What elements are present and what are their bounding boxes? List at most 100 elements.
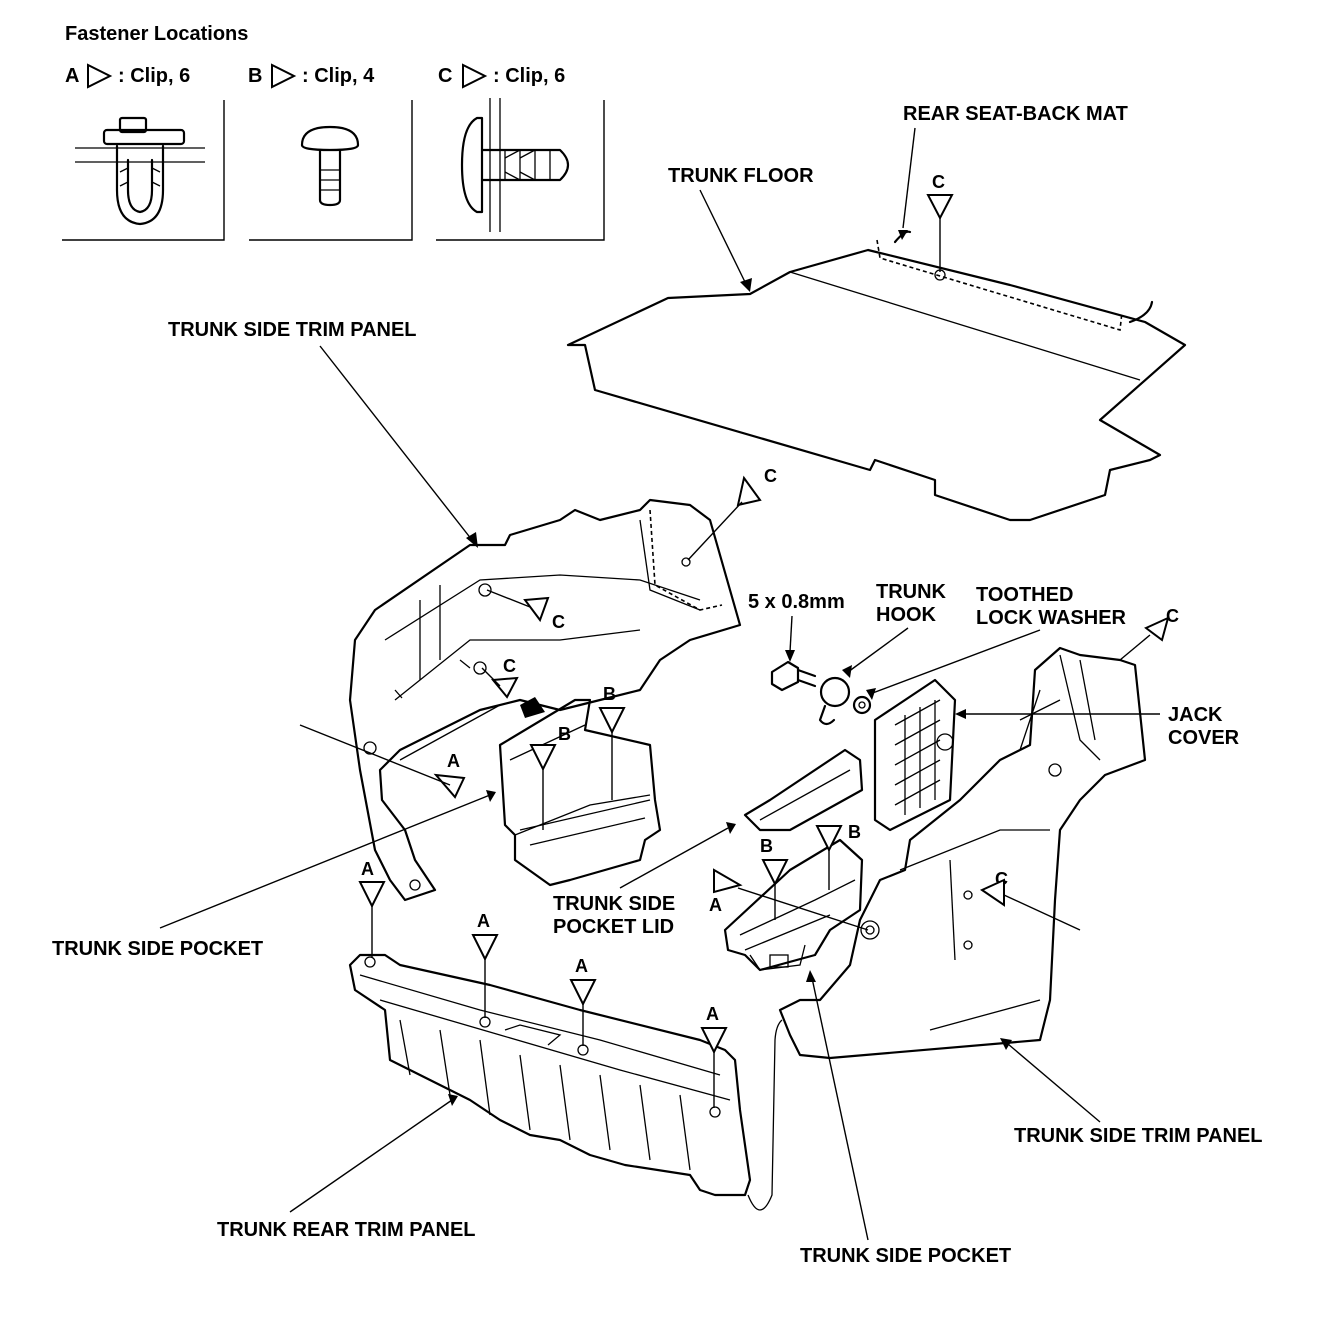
clip-b-left-1-letter: B <box>603 684 616 704</box>
clip-c-right-top-letter: C <box>1166 606 1179 626</box>
label-trunk-rear-trim-panel: TRUNK REAR TRIM PANEL <box>217 1219 476 1241</box>
clip-c-floor-icon <box>926 194 954 221</box>
clip-c-left-low-letter: C <box>503 656 516 676</box>
connector-line <box>747 1019 783 1211</box>
label-trunk-side-pocket-right: TRUNK SIDE POCKET <box>800 1245 1011 1267</box>
clip-c-right-panel-icon <box>979 878 1005 907</box>
clip-a-rear-1-letter: A <box>477 911 490 931</box>
leader-bolt-size <box>789 615 793 653</box>
leader-trunk-side-pocket-left <box>159 794 491 929</box>
legend-b-triangle-icon <box>271 63 297 89</box>
clip-a-drawing-icon <box>75 116 205 226</box>
right-trunk-side-pocket-part <box>723 838 864 972</box>
label-jack-cover-line2: COVER <box>1168 727 1240 749</box>
legend-c-letter: C <box>438 65 452 87</box>
trunk-rear-trim-panel-part <box>348 953 752 1197</box>
arrow-bolt-size-icon <box>785 650 795 662</box>
clip-c-right-top-line <box>1119 634 1151 661</box>
clip-c-left-mid-line <box>486 589 531 608</box>
clip-b-drawing-icon <box>300 125 360 207</box>
label-trunk-side-trim-panel-right: TRUNK SIDE TRIM PANEL <box>1014 1125 1263 1147</box>
legend-c-triangle-icon <box>462 63 488 89</box>
clip-a-left-bottom-letter: A <box>361 859 374 879</box>
label-bolt-size: 5 x 0.8mm <box>748 591 845 613</box>
clip-c-right-panel-line <box>1003 894 1081 931</box>
legend-a-text: : Clip, 6 <box>118 65 190 87</box>
label-trunk-floor: TRUNK FLOOR <box>668 165 814 187</box>
clip-a-rear-1-icon <box>471 934 499 962</box>
clip-a-rear-3-icon <box>700 1027 728 1055</box>
leader-rear-seat-back-mat <box>902 127 916 229</box>
clip-a-right-pocket-letter: A <box>709 895 722 915</box>
legend-title: Fastener Locations <box>65 23 248 45</box>
label-trunk-side-trim-panel-left: TRUNK SIDE TRIM PANEL <box>168 319 417 341</box>
label-trunk-hook-line1: TRUNK <box>876 581 947 603</box>
jack-cover-part <box>873 678 957 832</box>
clip-b-right-2-icon <box>761 859 789 887</box>
legend-c-text: : Clip, 6 <box>493 65 565 87</box>
clip-c-left-low-line <box>481 667 501 687</box>
clip-c-left-mid-letter: C <box>552 612 565 632</box>
clip-b-left-2-icon <box>529 744 557 772</box>
clip-a-left-side-icon <box>433 773 466 799</box>
arrow-trunk-side-trim-panel-left-icon <box>466 532 478 548</box>
clip-c-left-top-icon <box>736 475 762 507</box>
label-rear-seat-back-mat: REAR SEAT-BACK MAT <box>903 103 1128 125</box>
arrow-toothed-washer-icon <box>866 688 876 700</box>
right-trunk-side-trim-panel-part <box>778 646 1147 1060</box>
fastener-legend: Fastener Locations A : Clip, 6 B : Clip,… <box>62 23 605 241</box>
label-jack-cover-line1: JACK <box>1168 704 1223 726</box>
left-trunk-side-trim-panel-part <box>348 498 742 902</box>
arrow-jack-cover-icon <box>955 709 966 719</box>
arrow-trunk-hook-icon <box>842 665 852 678</box>
clip-c-drawing-icon <box>460 98 570 232</box>
arrow-trunk-rear-trim-panel-icon <box>448 1094 458 1106</box>
label-pocket-lid-line1: TRUNK SIDE <box>553 893 675 915</box>
clip-a-rear-3-letter: A <box>706 1004 719 1024</box>
arrow-trunk-side-pocket-right-icon <box>806 970 816 982</box>
leader-trunk-floor <box>699 189 746 283</box>
legend-c-frame <box>436 100 605 241</box>
clip-a-right-pocket-line <box>737 887 869 931</box>
clip-b-left-1-icon <box>598 707 626 735</box>
clip-b-left-2-letter: B <box>558 724 571 744</box>
clip-a-left-bottom-icon <box>358 881 386 909</box>
legend-b-letter: B <box>248 65 262 87</box>
arrow-pocket-lid-icon <box>726 822 736 834</box>
clip-a-right-pocket-icon <box>713 868 743 894</box>
legend-a-triangle-icon <box>87 63 113 89</box>
clip-a-left-side-line <box>299 724 451 786</box>
clip-a-left-side-letter: A <box>447 751 460 771</box>
trunk-side-pocket-lid-part <box>743 748 864 832</box>
clip-c-left-low-icon <box>491 676 519 699</box>
label-trunk-side-pocket-left: TRUNK SIDE POCKET <box>52 938 263 960</box>
leader-pocket-lid <box>619 827 729 889</box>
leader-trunk-side-trim-panel-left <box>319 345 473 541</box>
clip-c-floor-letter: C <box>932 172 945 192</box>
legend-a-frame <box>62 100 225 241</box>
left-trunk-side-pocket-part <box>498 697 662 887</box>
label-toothed-washer-line2: LOCK WASHER <box>976 607 1127 629</box>
arrow-trunk-side-pocket-left-icon <box>486 790 496 802</box>
clip-b-right-1-icon <box>815 825 843 853</box>
leader-trunk-hook <box>847 627 909 673</box>
legend-b-frame <box>249 100 413 241</box>
arrow-trunk-side-trim-panel-right-icon <box>1000 1038 1012 1050</box>
legend-b-text: : Clip, 4 <box>302 65 375 87</box>
leader-trunk-rear-trim-panel <box>289 1099 453 1213</box>
clip-c-left-mid-icon <box>523 596 550 623</box>
clip-b-right-2-letter: B <box>760 836 773 856</box>
clip-c-left-top-line <box>687 501 743 561</box>
leader-trunk-side-pocket-right <box>811 977 869 1241</box>
bolt-hook-washer-parts <box>770 660 872 726</box>
clip-markers: C C C C B B A C B B <box>299 172 1179 1108</box>
label-trunk-hook-line2: HOOK <box>876 604 937 626</box>
callouts: REAR SEAT-BACK MAT TRUNK FLOOR TRUNK SID… <box>52 103 1263 1267</box>
arrow-trunk-floor-icon <box>740 278 752 292</box>
clip-c-right-top-icon <box>1144 616 1170 642</box>
label-pocket-lid-line2: POCKET LID <box>553 916 674 938</box>
label-toothed-washer-line1: TOOTHED <box>976 584 1073 606</box>
legend-a-letter: A <box>65 65 79 87</box>
leader-toothed-washer <box>869 629 1041 695</box>
